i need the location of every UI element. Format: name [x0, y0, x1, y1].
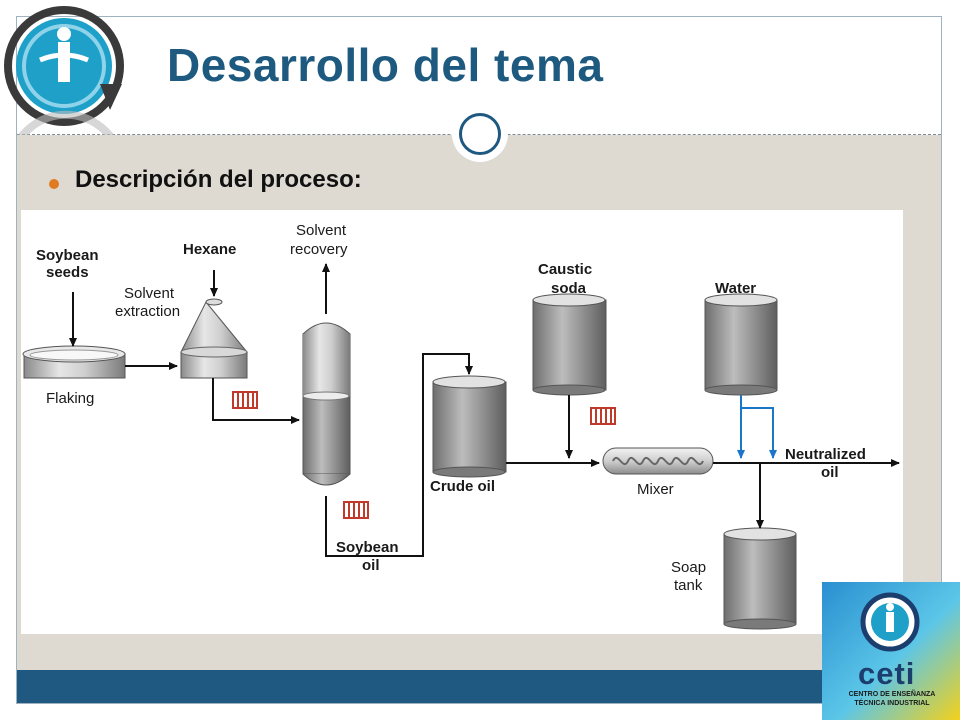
slide-frame	[16, 16, 942, 704]
slide-title: Desarrollo del tema	[167, 39, 604, 91]
flaking-unit	[22, 345, 126, 379]
process-diagram: Soybean seeds Hexane Solvent extraction …	[21, 210, 903, 634]
label-caustic-soda: Caustic	[538, 261, 592, 278]
label-crude-oil: Crude oil	[430, 478, 495, 495]
label-soybean-seeds: seeds	[46, 264, 89, 281]
label-solvent-recovery: Solvent	[296, 222, 347, 239]
label-soap-tank: Soap	[671, 559, 706, 576]
pump-icon	[590, 407, 616, 425]
label-solvent-extraction: Solvent	[124, 285, 175, 302]
ceti-logo-bottom	[822, 582, 960, 720]
label-soybean-seeds: Soybean	[36, 247, 99, 264]
extraction-unit	[180, 298, 249, 379]
label-neutralized-oil: Neutralized	[785, 446, 866, 463]
label-soybean-oil: oil	[362, 557, 380, 574]
recovery-column	[302, 322, 351, 486]
label-neutralized-oil: oil	[821, 464, 839, 481]
soap-tank	[723, 527, 797, 630]
label-hexane: Hexane	[183, 241, 236, 258]
mixer-unit	[602, 447, 714, 475]
bullet-icon	[49, 179, 59, 189]
label-solvent-extraction: extraction	[115, 303, 180, 320]
flow-lines	[69, 263, 900, 557]
ceti-logo-subtitle: CENTRO DE ENSEÑANZA	[848, 691, 936, 698]
slide-subtitle: Descripción del proceso:	[75, 166, 362, 193]
pump-icon	[343, 501, 369, 519]
crude-oil-tank	[432, 375, 507, 478]
label-flaking: Flaking	[46, 390, 94, 407]
ceti-logo-text: ceti	[858, 656, 916, 691]
pump-icon	[232, 391, 258, 409]
ceti-logo-top	[4, 6, 124, 135]
label-soap-tank: tank	[674, 577, 703, 594]
label-soybean-oil: Soybean	[336, 539, 399, 556]
label-mixer: Mixer	[637, 481, 674, 498]
divider-ring-icon	[459, 113, 501, 155]
label-water: Water	[715, 280, 756, 297]
water-lines	[737, 395, 777, 459]
footer-bar	[17, 670, 941, 703]
ceti-logo-subtitle: TÉCNICA INDUSTRIAL	[854, 700, 930, 707]
label-caustic-soda: soda	[551, 280, 587, 297]
caustic-soda-tank	[532, 293, 607, 396]
water-tank	[704, 293, 778, 396]
label-solvent-recovery: recovery	[290, 241, 348, 258]
